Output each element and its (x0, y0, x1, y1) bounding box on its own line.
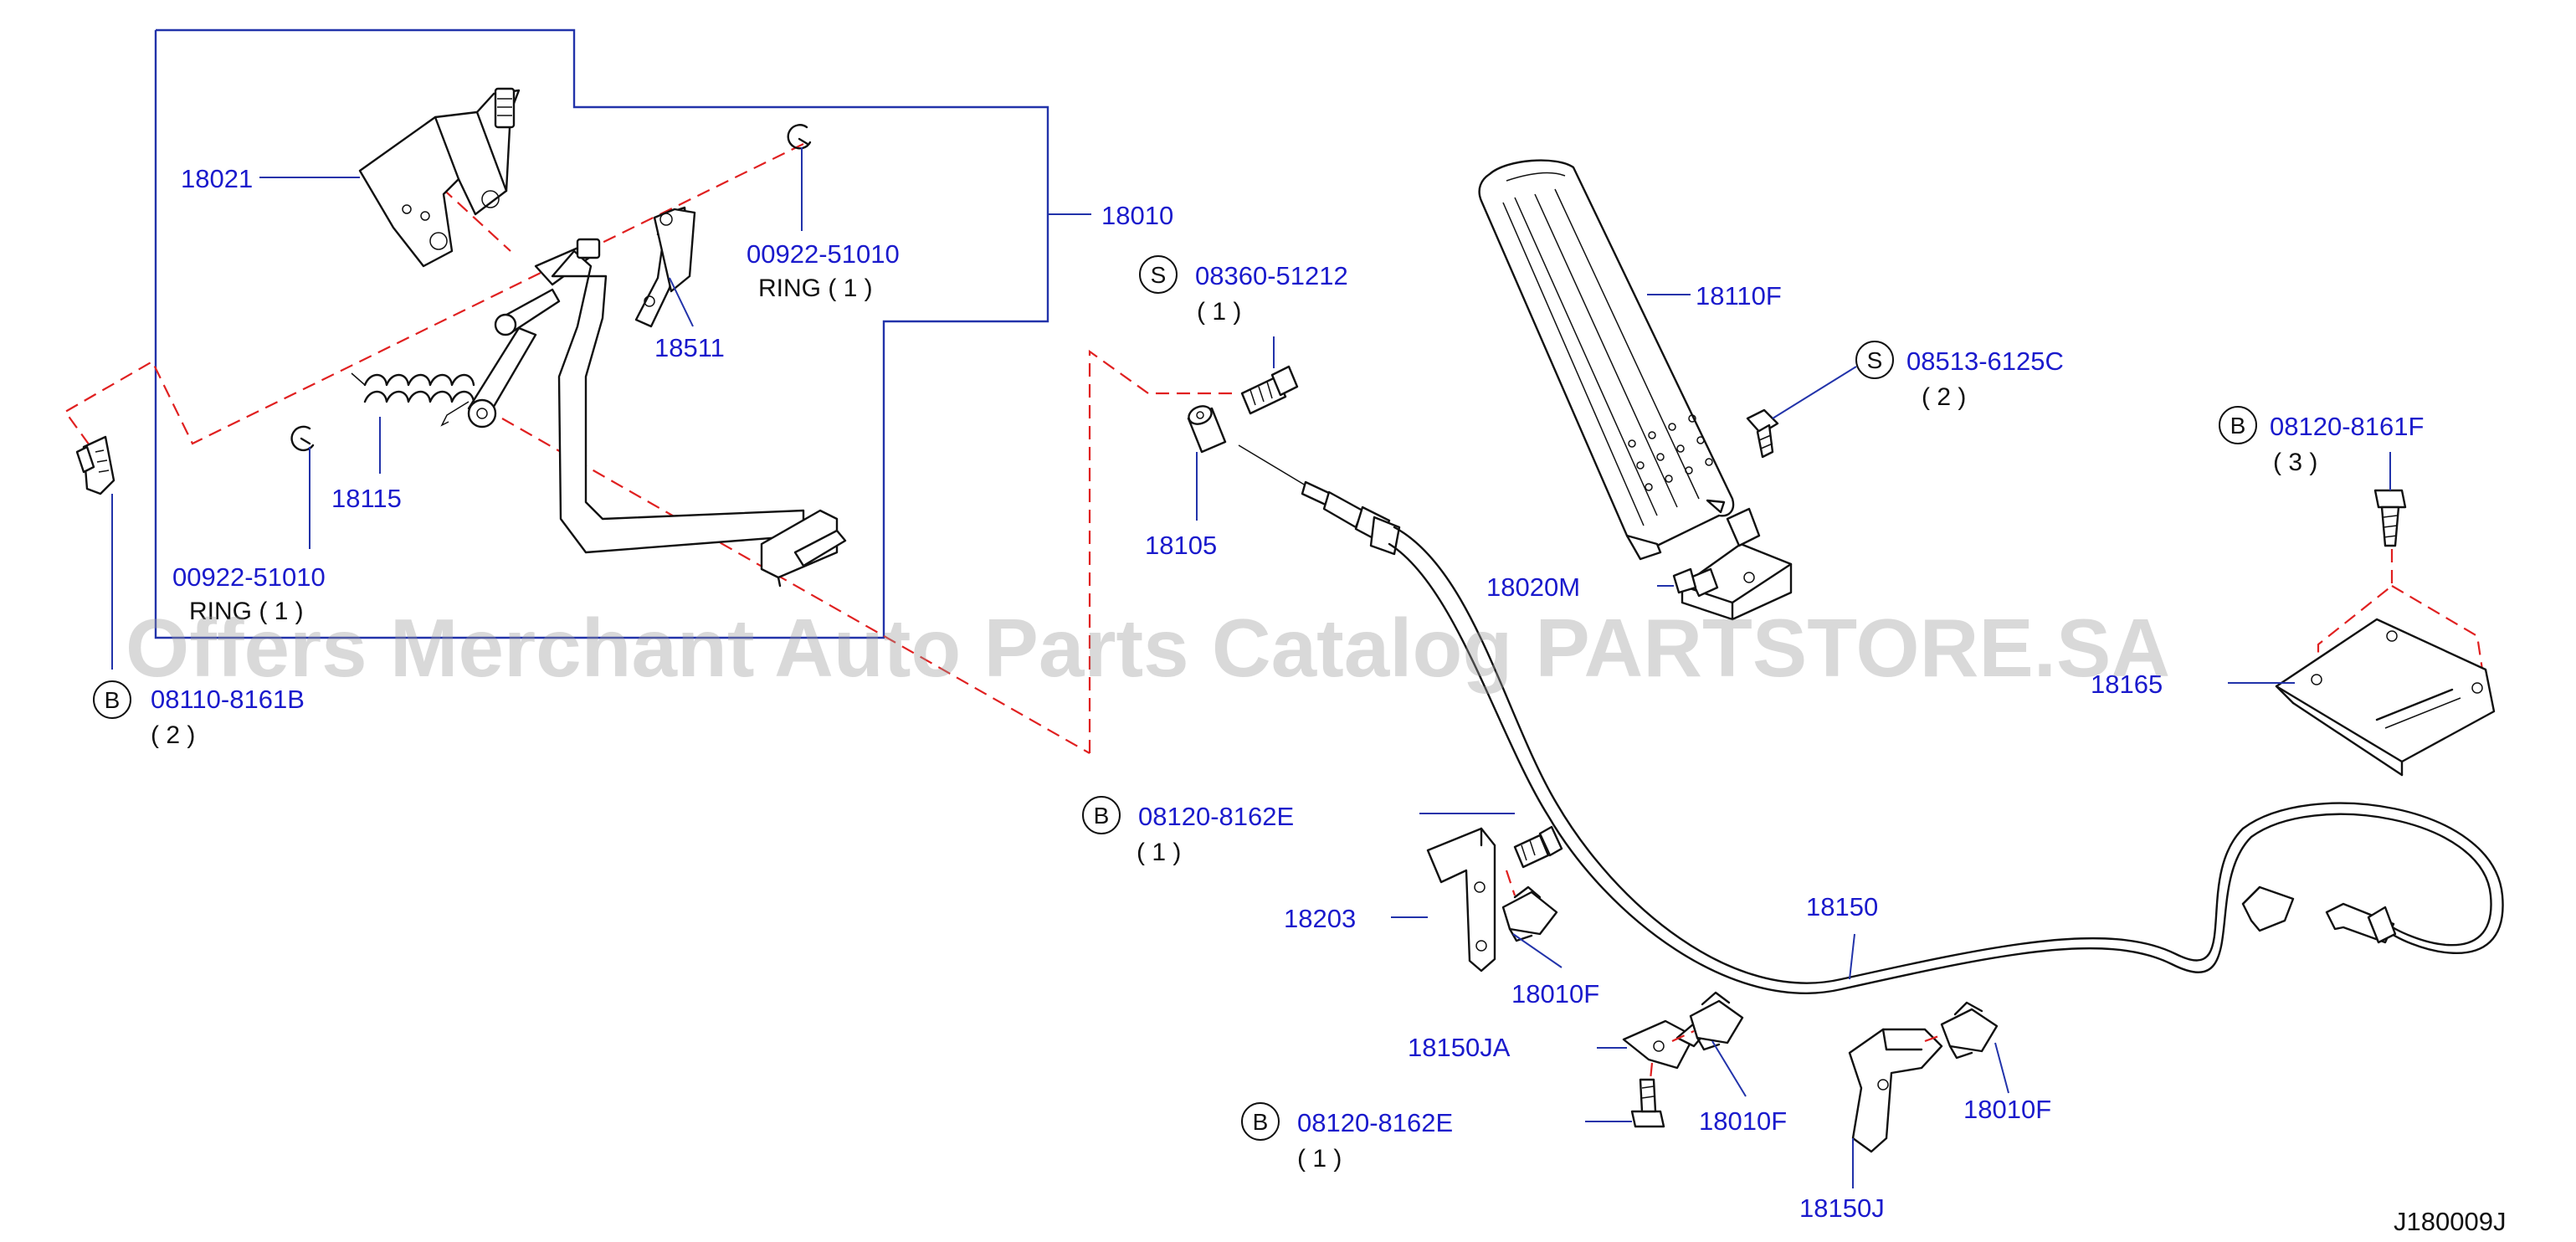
plate-18165 (2275, 549, 2496, 777)
qty-00922-51010-bottom: RING ( 1 ) (189, 598, 304, 625)
label-08110-8161B: 08110-8161B (151, 685, 305, 714)
badge-08110-8161B: B (93, 680, 131, 719)
label-18150JA: 18150JA (1408, 1033, 1511, 1062)
qty-08120-8162E-upper: ( 1 ) (1137, 839, 1181, 866)
hinge-18020M (1672, 507, 1793, 621)
pedal-arm (467, 238, 847, 588)
badges: B S S B B B (93, 255, 2257, 1141)
bolt-08120-8162E-lower (1630, 1062, 1665, 1128)
label-08120-8162E-lower: 08120-8162E (1297, 1108, 1453, 1137)
label-18203: 18203 (1284, 904, 1356, 933)
leader-lines (111, 147, 2391, 1188)
qty-08513-6125C: ( 2 ) (1922, 383, 1966, 411)
figure-code: J180009J (2394, 1207, 2506, 1236)
ring-00922-51010-top (787, 124, 812, 150)
label-18165: 18165 (2091, 670, 2163, 699)
label-00922-51010-bottom: 00922-51010 (172, 562, 326, 592)
label-18010F-b: 18010F (1699, 1106, 1787, 1136)
label-08513-6125C: 08513-6125C (1906, 346, 2064, 376)
label-18511: 18511 (654, 333, 725, 362)
label-18150: 18150 (1806, 892, 1878, 921)
label-18110F: 18110F (1696, 281, 1782, 310)
assembly-frame-18010 (154, 28, 1049, 639)
label-18010F-a: 18010F (1511, 979, 1599, 1008)
badge-08120-8161F: B (2219, 406, 2257, 444)
qty-00922-51010-top: RING ( 1 ) (758, 275, 873, 302)
label-18150J: 18150J (1799, 1193, 1885, 1223)
bushing-18105 (1187, 405, 1227, 454)
clip-18010F-b (1671, 991, 1744, 1051)
label-18010F-c: 18010F (1963, 1095, 2051, 1124)
label-18020M: 18020M (1486, 572, 1580, 602)
clip-18010F-c (1924, 1001, 1999, 1060)
label-08360-51212: 08360-51212 (1195, 261, 1348, 290)
cable-18150 (1238, 444, 2504, 994)
label-18105: 18105 (1145, 531, 1217, 560)
badge-08120-8162E-upper: B (1082, 796, 1121, 834)
lever-18511 (634, 206, 696, 328)
bolt-08120-8161F (2373, 489, 2407, 547)
label-08120-8161F: 08120-8161F (2270, 412, 2424, 441)
svg-text:B: B (1253, 1109, 1269, 1135)
label-18021: 18021 (181, 164, 253, 193)
label-08120-8162E-upper: 08120-8162E (1138, 802, 1294, 831)
qty-08110-8161B: ( 2 ) (151, 721, 195, 749)
qty-08120-8161F: ( 3 ) (2273, 449, 2317, 476)
svg-text:S: S (1151, 262, 1167, 288)
bolt-08360-51212 (1240, 365, 1299, 415)
qty-08120-8162E-lower: ( 1 ) (1297, 1145, 1342, 1173)
bracket-18203 (1426, 827, 1496, 973)
label-18115: 18115 (331, 484, 402, 513)
spring-18115 (351, 372, 475, 427)
badge-08513-6125C: S (1855, 341, 1894, 379)
label-00922-51010-top: 00922-51010 (747, 239, 900, 269)
bracket-18150J (1848, 1028, 1943, 1153)
svg-text:B: B (105, 687, 121, 713)
svg-text:B: B (1094, 803, 1110, 829)
svg-text:B: B (2230, 413, 2246, 439)
badge-08360-51212: S (1139, 255, 1178, 294)
ring-00922-51010-bottom (290, 425, 315, 452)
badge-08120-8162E-lower: B (1241, 1102, 1280, 1141)
label-18010: 18010 (1101, 201, 1173, 230)
bolt-08110-8161B (75, 435, 115, 495)
screw-08513-6125C (1746, 408, 1779, 459)
svg-text:S: S (1867, 347, 1883, 373)
bracket-18021 (358, 87, 521, 268)
part-labels: 18021 18010 00922-51010 RING ( 1 ) 18511… (151, 164, 2424, 1223)
clip-18010F-a (1501, 870, 1558, 942)
qty-08360-51212: ( 1 ) (1197, 298, 1241, 326)
assembly-lines-left (64, 143, 1239, 754)
bolt-08120-8162E-upper (1513, 825, 1563, 869)
watermark: Offers Merchant Auto Parts Catalog PARTS… (126, 602, 2170, 694)
pedal-pad-18110F (1478, 159, 1735, 561)
